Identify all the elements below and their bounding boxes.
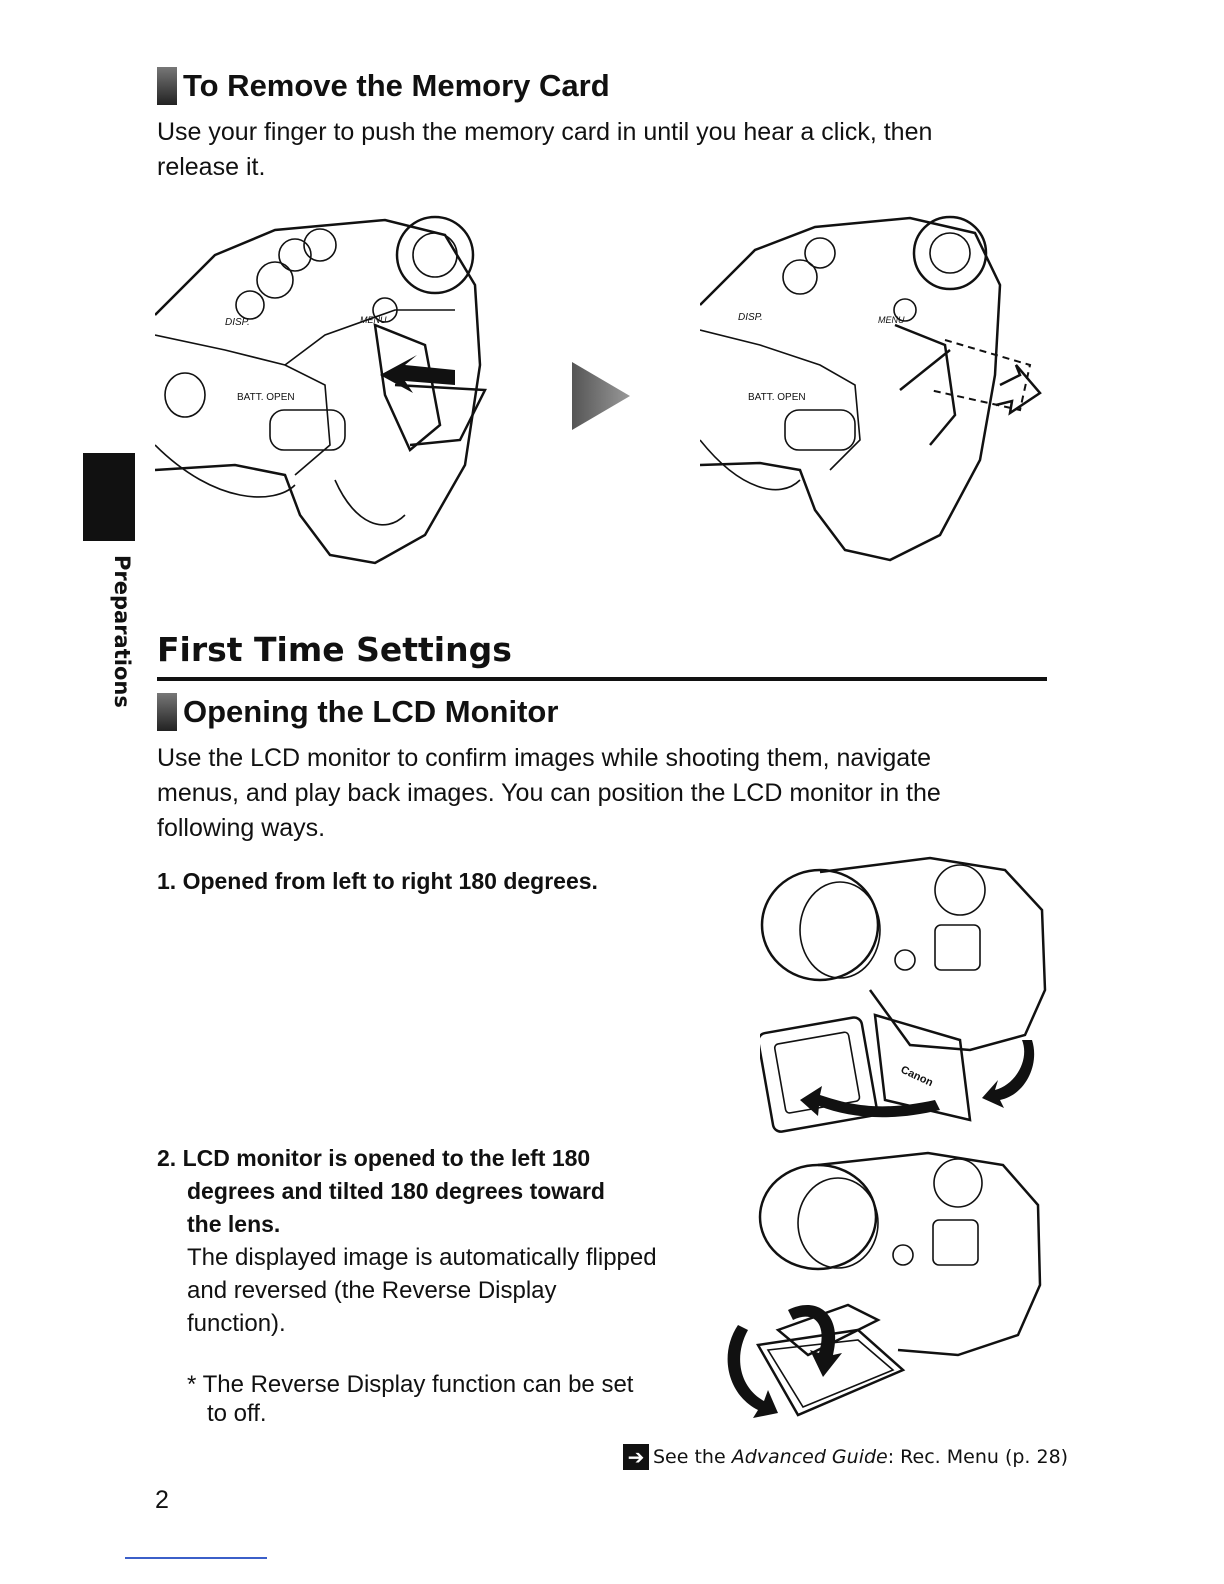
menu-label: MENU [878,315,905,325]
step-2-description-line: The displayed image is automatically fli… [187,1244,657,1271]
remove-card-text-line: release it. [157,153,266,181]
heading-marker-icon [157,67,177,105]
reverse-display-note: * The Reverse Display function can be se… [187,1370,633,1428]
reference-suffix: : Rec. Menu (p. 28) [887,1446,1069,1468]
camera-card-push-illustration: BATT. OPEN DISP. MENU [155,215,487,565]
page-number: 2 [155,1486,169,1514]
lcd-heading: Opening the LCD Monitor [157,693,558,731]
reference-guide-title: Advanced Guide [731,1446,888,1468]
remove-card-text: Use your finger to push the memory card … [157,115,932,185]
note-line: * The Reverse Display function can be se… [187,1371,634,1398]
lcd-intro-text: Use the LCD monitor to confirm images wh… [157,741,941,846]
camera-card-ejected-illustration: BATT. OPEN DISP. MENU [700,215,1042,562]
lcd-intro-line: following ways. [157,814,326,842]
step-2-title-line: degrees and tilted 180 degrees toward [187,1178,605,1204]
heading-marker-icon [157,693,177,731]
side-tab-marker [83,453,135,541]
footer-line [125,1557,267,1559]
step-2-description: The displayed image is automatically fli… [187,1241,657,1340]
lcd-open-left-right-illustration: Canon [760,856,1047,1133]
step-2-title: 2. LCD monitor is opened to the left 180… [157,1142,605,1241]
step-1-title: 1. Opened from left to right 180 degrees… [157,868,598,894]
batt-open-label: BATT. OPEN [237,392,295,403]
lcd-tilt-toward-lens-illustration [727,1151,1042,1418]
step-2-title-line: the lens. [187,1211,281,1237]
step-2-description-line: and reversed (the Reverse Display [187,1277,557,1304]
lcd-heading-text: Opening the LCD Monitor [183,694,559,729]
brand-mark: Canon [899,1064,935,1089]
advanced-guide-reference: ➔ See the Advanced Guide : Rec. Menu (p.… [623,1444,1068,1470]
disp-label: DISP. [225,317,250,328]
step-2-title-line: 2. LCD monitor is opened to the left 180 [157,1145,591,1171]
next-step-arrow-icon [572,362,630,430]
section-rule [157,677,1047,681]
remove-card-heading: To Remove the Memory Card [157,67,610,105]
reference-prefix: See the [653,1446,732,1468]
remove-card-text-line: Use your finger to push the memory card … [157,118,933,146]
lcd-intro-line: Use the LCD monitor to confirm images wh… [157,744,931,772]
remove-card-heading-text: To Remove the Memory Card [183,68,610,103]
disp-label: DISP. [738,312,763,323]
side-tab-label: Preparations [110,555,134,708]
lcd-intro-line: menus, and play back images. You can pos… [157,779,941,807]
menu-label: MENU [360,315,387,325]
arrow-right-icon: ➔ [623,1444,649,1470]
step-2-description-line: function). [187,1310,286,1337]
section-title: First Time Settings [157,630,512,669]
batt-open-label: BATT. OPEN [748,392,806,403]
note-line: to off. [207,1400,267,1427]
